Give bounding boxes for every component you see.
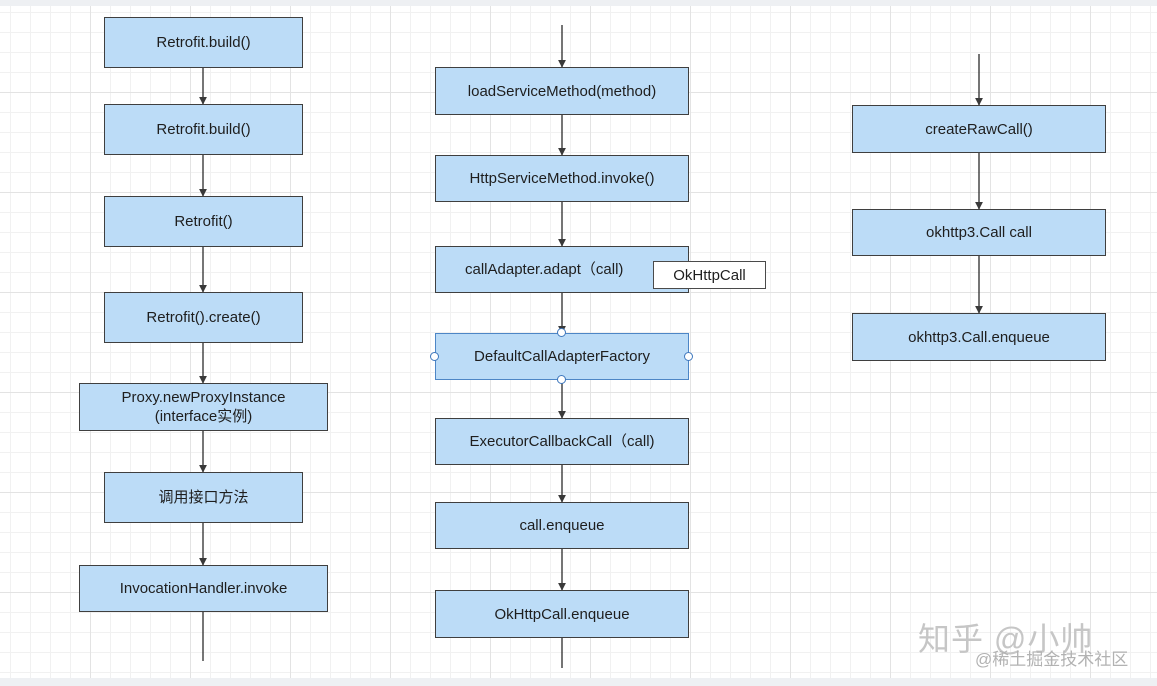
node-retrofit-build-2[interactable]: Retrofit.build() bbox=[104, 104, 303, 155]
node-label: ExecutorCallbackCall（call) bbox=[469, 433, 655, 450]
node-label: 调用接口方法 bbox=[158, 489, 249, 506]
node-call-interface-method[interactable]: 调用接口方法 bbox=[104, 472, 303, 523]
node-label: InvocationHandler.invoke bbox=[119, 580, 288, 597]
node-label: callAdapter.adapt（call) bbox=[465, 261, 624, 278]
node-label: DefaultCallAdapterFactory bbox=[474, 348, 650, 365]
node-load-service-method[interactable]: loadServiceMethod(method) bbox=[435, 67, 689, 115]
node-label: Retrofit.build() bbox=[156, 34, 251, 51]
node-default-call-adapter-factory[interactable]: DefaultCallAdapterFactory bbox=[435, 333, 689, 380]
node-okhttp3-call[interactable]: okhttp3.Call call bbox=[852, 209, 1106, 256]
node-okhttpcall-enqueue[interactable]: OkHttpCall.enqueue bbox=[435, 590, 689, 638]
node-label: okhttp3.Call call bbox=[926, 224, 1032, 241]
juejin-watermark: @稀土掘金技术社区 bbox=[975, 650, 1129, 669]
annotation-okhttpcall[interactable]: OkHttpCall bbox=[653, 261, 766, 289]
node-okhttp3-call-enqueue[interactable]: okhttp3.Call.enqueue bbox=[852, 313, 1106, 361]
node-retrofit-create[interactable]: Retrofit().create() bbox=[104, 292, 303, 343]
node-retrofit-constructor[interactable]: Retrofit() bbox=[104, 196, 303, 247]
node-call-adapter-adapt[interactable]: callAdapter.adapt（call) bbox=[435, 246, 689, 293]
selection-handle-top[interactable] bbox=[557, 328, 566, 337]
node-label: OkHttpCall.enqueue bbox=[494, 605, 630, 623]
node-label: loadServiceMethod(method) bbox=[467, 82, 657, 100]
selection-handle-right[interactable] bbox=[684, 352, 693, 361]
node-label: Retrofit() bbox=[174, 213, 233, 230]
selection-handle-bottom[interactable] bbox=[557, 375, 566, 384]
node-label: createRawCall() bbox=[925, 120, 1033, 138]
node-http-service-method-invoke[interactable]: HttpServiceMethod.invoke() bbox=[435, 155, 689, 202]
node-invocation-handler-invoke[interactable]: InvocationHandler.invoke bbox=[79, 565, 328, 612]
canvas-top-border bbox=[0, 0, 1157, 6]
node-label: Proxy.newProxyInstance (interface实例) bbox=[121, 389, 286, 425]
selection-handle-left[interactable] bbox=[430, 352, 439, 361]
node-label: Retrofit.build() bbox=[156, 121, 251, 138]
canvas-bottom-border bbox=[0, 678, 1157, 686]
node-call-enqueue[interactable]: call.enqueue bbox=[435, 502, 689, 549]
node-label: okhttp3.Call.enqueue bbox=[908, 328, 1050, 346]
node-executor-callback-call[interactable]: ExecutorCallbackCall（call) bbox=[435, 418, 689, 465]
zhihu-watermark: 知乎 @小帅 bbox=[918, 621, 1094, 657]
node-label: HttpServiceMethod.invoke() bbox=[469, 170, 655, 187]
node-label: call.enqueue bbox=[519, 517, 605, 534]
annotation-label: OkHttpCall bbox=[673, 266, 746, 284]
node-retrofit-build-1[interactable]: Retrofit.build() bbox=[104, 17, 303, 68]
node-label: Retrofit().create() bbox=[146, 309, 261, 326]
node-proxy-new-instance[interactable]: Proxy.newProxyInstance (interface实例) bbox=[79, 383, 328, 431]
node-create-raw-call[interactable]: createRawCall() bbox=[852, 105, 1106, 153]
